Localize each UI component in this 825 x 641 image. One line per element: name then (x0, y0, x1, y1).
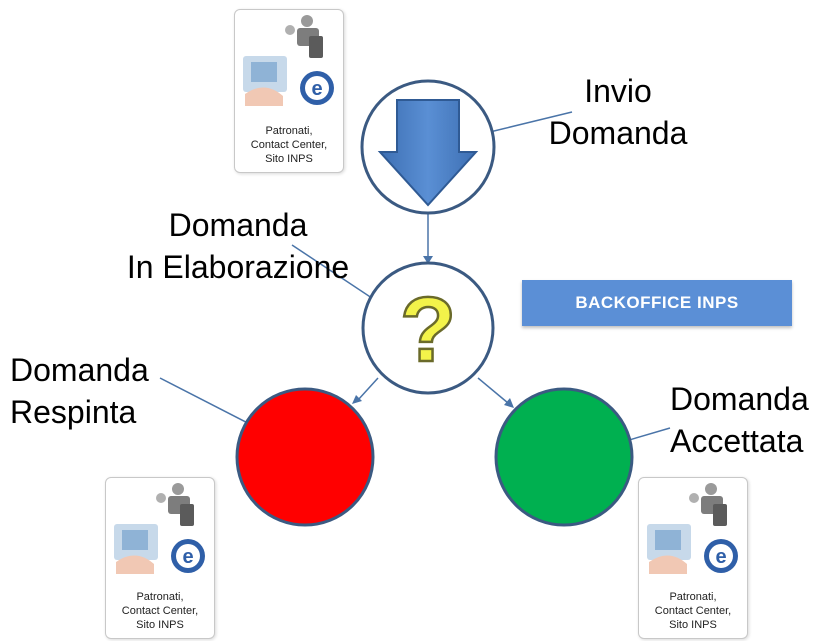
down-arrow-icon (377, 99, 479, 207)
internet-explorer-icon: e (300, 71, 334, 105)
computer-icon (114, 524, 158, 574)
backoffice-banner: BACKOFFICE INPS (522, 280, 792, 326)
channel-caption: Patronati, Contact Center, Sito INPS (250, 125, 328, 165)
elaborazione-label: Domanda In Elaborazione (126, 207, 350, 285)
computer-icon (647, 524, 691, 574)
computer-icon (243, 56, 287, 106)
respinta-node (235, 387, 375, 527)
invio-label: Invio Domanda (548, 73, 688, 151)
internet-explorer-icon: e (171, 539, 205, 573)
channel-illustration: e (243, 15, 334, 106)
internet-explorer-icon: e (704, 539, 738, 573)
connector-elaborazione-to-accettata (477, 377, 509, 404)
channel-caption: Patronati, Contact Center, Sito INPS (654, 591, 732, 631)
channel-card-left: e Patronati, Contact Center, Sito INPS (105, 477, 215, 639)
channel-card-right: e Patronati, Contact Center, Sito INPS (638, 477, 748, 639)
invio-node (360, 79, 496, 215)
connector-elaborazione-to-respinta (357, 377, 379, 401)
channel-card-top: e Patronati, Contact Center, Sito INPS (234, 9, 344, 173)
operators-icon (156, 483, 194, 526)
svg-text:e: e (182, 546, 193, 568)
operators-icon (285, 15, 323, 58)
connectors (352, 213, 514, 408)
channel-illustration: e (647, 483, 738, 574)
operators-icon (689, 483, 727, 526)
respinta-label: Domanda Respinta (10, 352, 149, 430)
svg-text:e: e (715, 546, 726, 568)
channel-caption: Patronati, Contact Center, Sito INPS (121, 591, 199, 631)
accettata-node (494, 387, 634, 527)
channel-illustration: e (114, 483, 205, 574)
question-mark-icon: ? (400, 279, 456, 381)
accettata-label: Domanda Accettata (670, 381, 809, 459)
svg-text:e: e (311, 78, 322, 100)
elaborazione-node: ? (361, 261, 495, 395)
